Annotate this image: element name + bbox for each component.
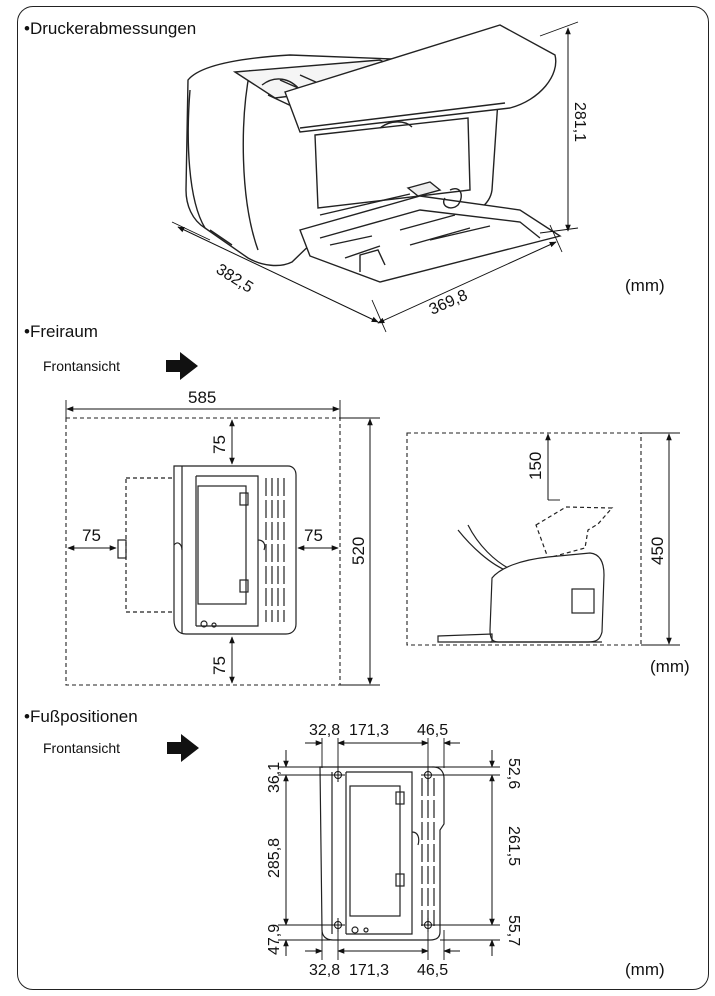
- clearance-right-label: 75: [304, 526, 323, 545]
- feet-bottom-right-label: 46,5: [417, 962, 448, 979]
- clearance-unit-label: (mm): [650, 657, 690, 676]
- dim-width-label: 369,8: [427, 287, 471, 319]
- feet-top-middle-label: 171,3: [349, 722, 389, 739]
- front-arrow-icon: [166, 352, 198, 380]
- printer-3d-drawing: [185, 24, 562, 283]
- clearance-depth-label: 520: [349, 537, 368, 565]
- clearance-area-top-view: [65, 417, 341, 686]
- printer-side-view: [437, 506, 614, 643]
- feet-left-top-label: 36,1: [266, 762, 283, 793]
- section-title-dimensions: •Druckerabmessungen: [24, 19, 197, 38]
- clearance-width-label: 585: [188, 388, 216, 407]
- section-title-clearance: •Freiraum: [24, 322, 98, 341]
- feet-top-left-label: 32,8: [309, 722, 340, 739]
- feet-view-label: Frontansicht: [43, 740, 121, 756]
- clearance-left-label: 75: [82, 526, 101, 545]
- feet-right-bottom-label: 55,7: [505, 915, 522, 946]
- feet-left-bottom-label: 47,9: [266, 924, 283, 955]
- section-title-feet: •Fußpositionen: [24, 707, 138, 726]
- feet-left-middle-label: 285,8: [266, 838, 283, 878]
- clearance-area-side-view: [406, 432, 642, 646]
- feet-unit-label: (mm): [625, 960, 665, 979]
- feet-right-top-label: 52,6: [505, 758, 522, 789]
- clearance-top-label: 75: [210, 435, 229, 454]
- clearance-height-label: 450: [648, 537, 667, 565]
- printer-bottom-view: [319, 766, 445, 941]
- feet-bottom-middle-label: 171,3: [349, 962, 389, 979]
- clearance-view-label: Frontansicht: [43, 358, 121, 374]
- printer-top-view: [117, 465, 297, 635]
- feet-top-right-label: 46,5: [417, 722, 448, 739]
- dimensions-unit-label: (mm): [625, 276, 665, 295]
- clearance-above-label: 150: [526, 452, 545, 480]
- clearance-bottom-label: 75: [210, 656, 229, 675]
- front-arrow-icon: [167, 734, 199, 762]
- page-frame: [17, 6, 709, 990]
- feet-bottom-left-label: 32,8: [309, 962, 340, 979]
- dim-depth-label: 382,5: [213, 261, 256, 297]
- dim-height-label: 281,1: [571, 102, 588, 142]
- feet-right-middle-label: 261,5: [505, 826, 522, 866]
